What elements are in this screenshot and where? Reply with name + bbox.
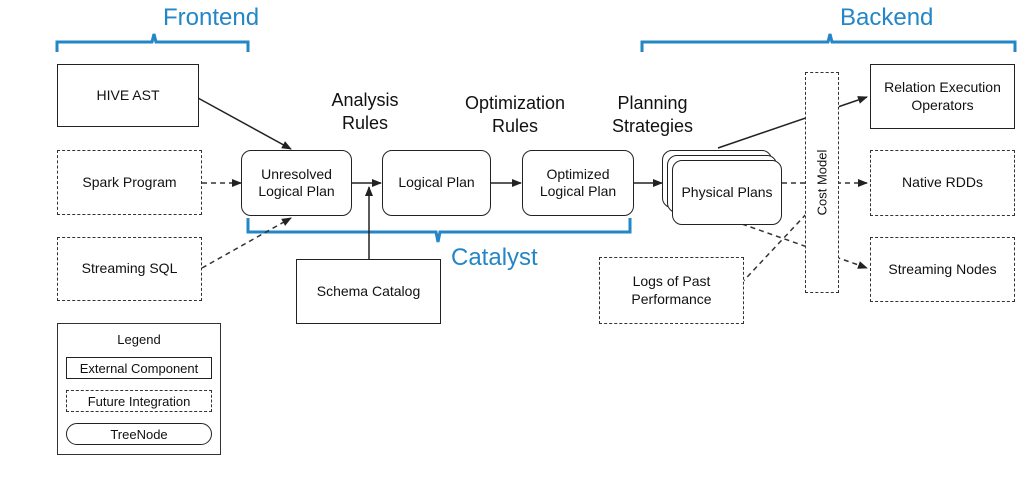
optimized-logical-plan-box: Optimized Logical Plan [522, 150, 634, 216]
arrow-hive-to-unresolved [197, 97, 292, 150]
optimization-rules-label: Optimization Rules [464, 93, 566, 137]
legend-treenode: TreeNode [66, 423, 212, 445]
streaming-sql-box: Streaming SQL [57, 237, 202, 301]
catalyst-label: Catalyst [451, 244, 538, 271]
legend: Legend External Component Future Integra… [57, 323, 221, 455]
catalyst-bracket [246, 218, 632, 243]
arrow-physical-to-streaming-nodes [741, 223, 868, 269]
legend-future-integration: Future Integration [66, 390, 212, 412]
link-logs-to-cost-model [734, 209, 811, 291]
physical-plans-box: Physical Plans [672, 160, 782, 225]
legend-external-component: External Component [66, 357, 212, 379]
native-rdds-box: Native RDDs [870, 150, 1015, 216]
backend-label: Backend [840, 4, 934, 31]
spark-program-box: Spark Program [57, 150, 202, 215]
logical-plan-box: Logical Plan [382, 150, 491, 216]
hive-ast-box: HIVE AST [57, 64, 199, 127]
frontend-label: Frontend [163, 4, 260, 31]
arrow-physical-to-relation-execution [717, 96, 868, 149]
unresolved-logical-plan-box: Unresolved Logical Plan [241, 150, 352, 216]
backend-bracket [640, 33, 1017, 52]
arrow-streaming-sql-to-unresolved [201, 217, 292, 269]
streaming-nodes-box: Streaming Nodes [870, 237, 1015, 302]
schema-catalog-box: Schema Catalog [296, 259, 441, 324]
legend-title: Legend [117, 332, 161, 347]
frontend-bracket [55, 33, 250, 52]
relation-execution-operators-box: Relation Execution Operators [870, 64, 1015, 129]
analysis-rules-label: Analysis Rules [331, 90, 399, 134]
cost-model-box: Cost Model [805, 72, 839, 293]
logs-of-past-performance-box: Logs of Past Performance [599, 257, 744, 324]
cost-model-label: Cost Model [814, 149, 830, 216]
planning-strategies-label: Planning Strategies [611, 93, 694, 137]
